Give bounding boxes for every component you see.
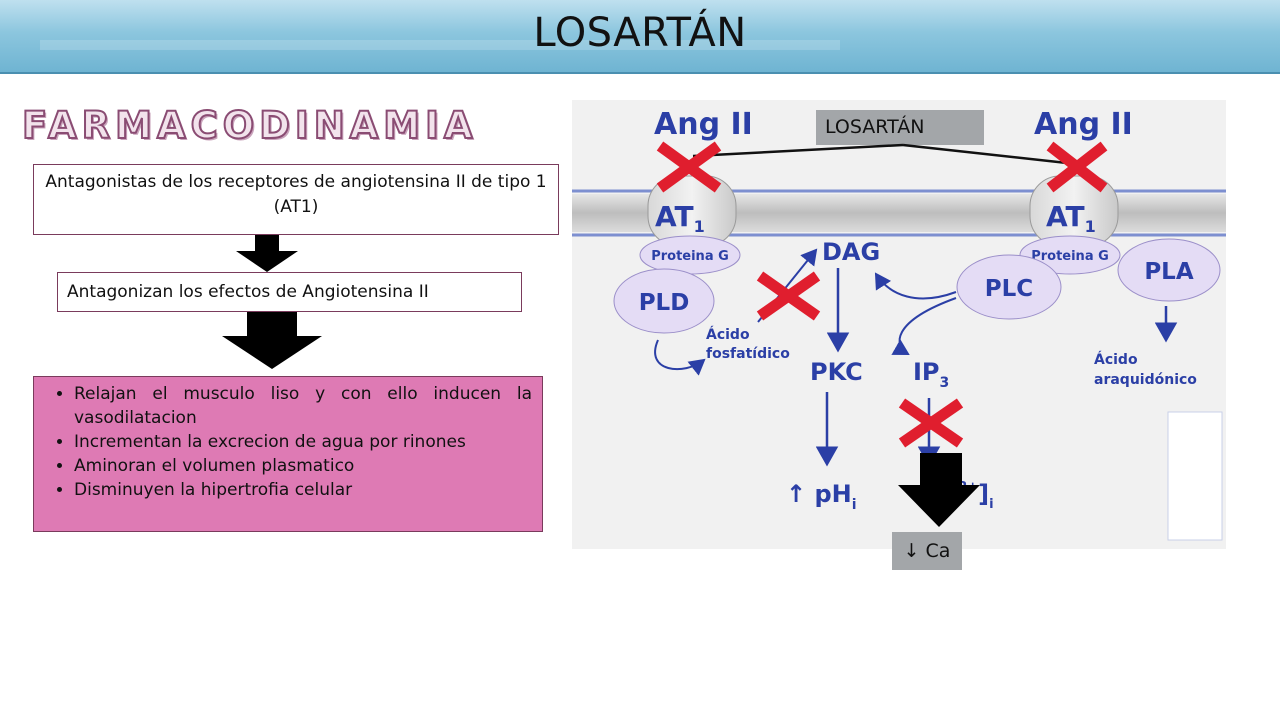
flow-arrow-down-large xyxy=(222,312,322,369)
title-bar: LOSARTÁN xyxy=(0,0,1280,74)
at1-left-label: AT1 xyxy=(655,200,705,236)
effect-item: Relajan el musculo liso y con ello induc… xyxy=(74,382,532,430)
section-heading: FARMACODINAMIA xyxy=(21,103,478,148)
ip3-label: IP3 xyxy=(913,358,949,391)
mechanism-box: Antagonistas de los receptores de angiot… xyxy=(33,164,559,235)
plc-label: PLC xyxy=(985,276,1033,302)
effects-list: Relajan el musculo liso y con ello induc… xyxy=(44,382,532,502)
ang-ii-right-label: Ang II xyxy=(1034,107,1133,142)
acido-araquidonico-line2: araquidónico xyxy=(1094,372,1197,388)
calcium-decrease-label: ↓ Ca xyxy=(892,532,962,570)
connector-line-left xyxy=(692,143,904,158)
block-x-ip3-icon xyxy=(898,398,964,448)
arrow-plc-to-dag xyxy=(874,272,957,300)
effect-item: Disminuyen la hipertrofia celular xyxy=(74,478,532,502)
effects-list-box: Relajan el musculo liso y con ello induc… xyxy=(33,376,543,532)
protein-g-right-label: Proteina G xyxy=(1031,249,1109,264)
acido-araquidonico-line1: Ácido xyxy=(1094,351,1138,368)
pld-node xyxy=(613,268,715,334)
block-x-dag-icon xyxy=(756,271,821,321)
block-x-at1-left-icon xyxy=(656,141,722,193)
acido-fosfatidico-line2: fosfatídico xyxy=(706,346,790,362)
pld-label: PLD xyxy=(639,290,690,316)
pla-label: PLA xyxy=(1144,259,1194,285)
dag-label: DAG xyxy=(822,238,880,266)
protein-g-left-label: Proteina G xyxy=(651,249,729,264)
effect-item: Incrementan la excrecion de agua por rin… xyxy=(74,430,532,454)
pkc-label: PKC xyxy=(810,358,863,386)
pla-node xyxy=(1117,238,1221,302)
effect-item: Aminoran el volumen plasmatico xyxy=(74,454,532,478)
arrow-pld-to-fosfatidico xyxy=(654,339,706,376)
acido-fosfatidico-line1: Ácido xyxy=(706,326,750,343)
arrow-plc-to-ip3 xyxy=(891,297,957,355)
flow-arrow-down-small xyxy=(236,235,298,272)
at1-right-label: AT1 xyxy=(1046,200,1096,236)
plc-node xyxy=(956,254,1062,320)
effect-summary-box: Antagonizan los efectos de Angiotensina … xyxy=(57,272,522,312)
losartan-label: LOSARTÁN xyxy=(816,110,984,145)
title-bar-shine xyxy=(40,40,840,50)
calcium-down-arrow xyxy=(898,453,980,527)
connector-line-right xyxy=(902,143,1077,166)
ph-label: ↑ pHi xyxy=(786,480,857,513)
page-title: LOSARTÁN xyxy=(533,10,747,56)
background-panel xyxy=(1167,411,1223,541)
block-x-at1-right-icon xyxy=(1046,141,1108,193)
ang-ii-left-label: Ang II xyxy=(654,107,753,142)
